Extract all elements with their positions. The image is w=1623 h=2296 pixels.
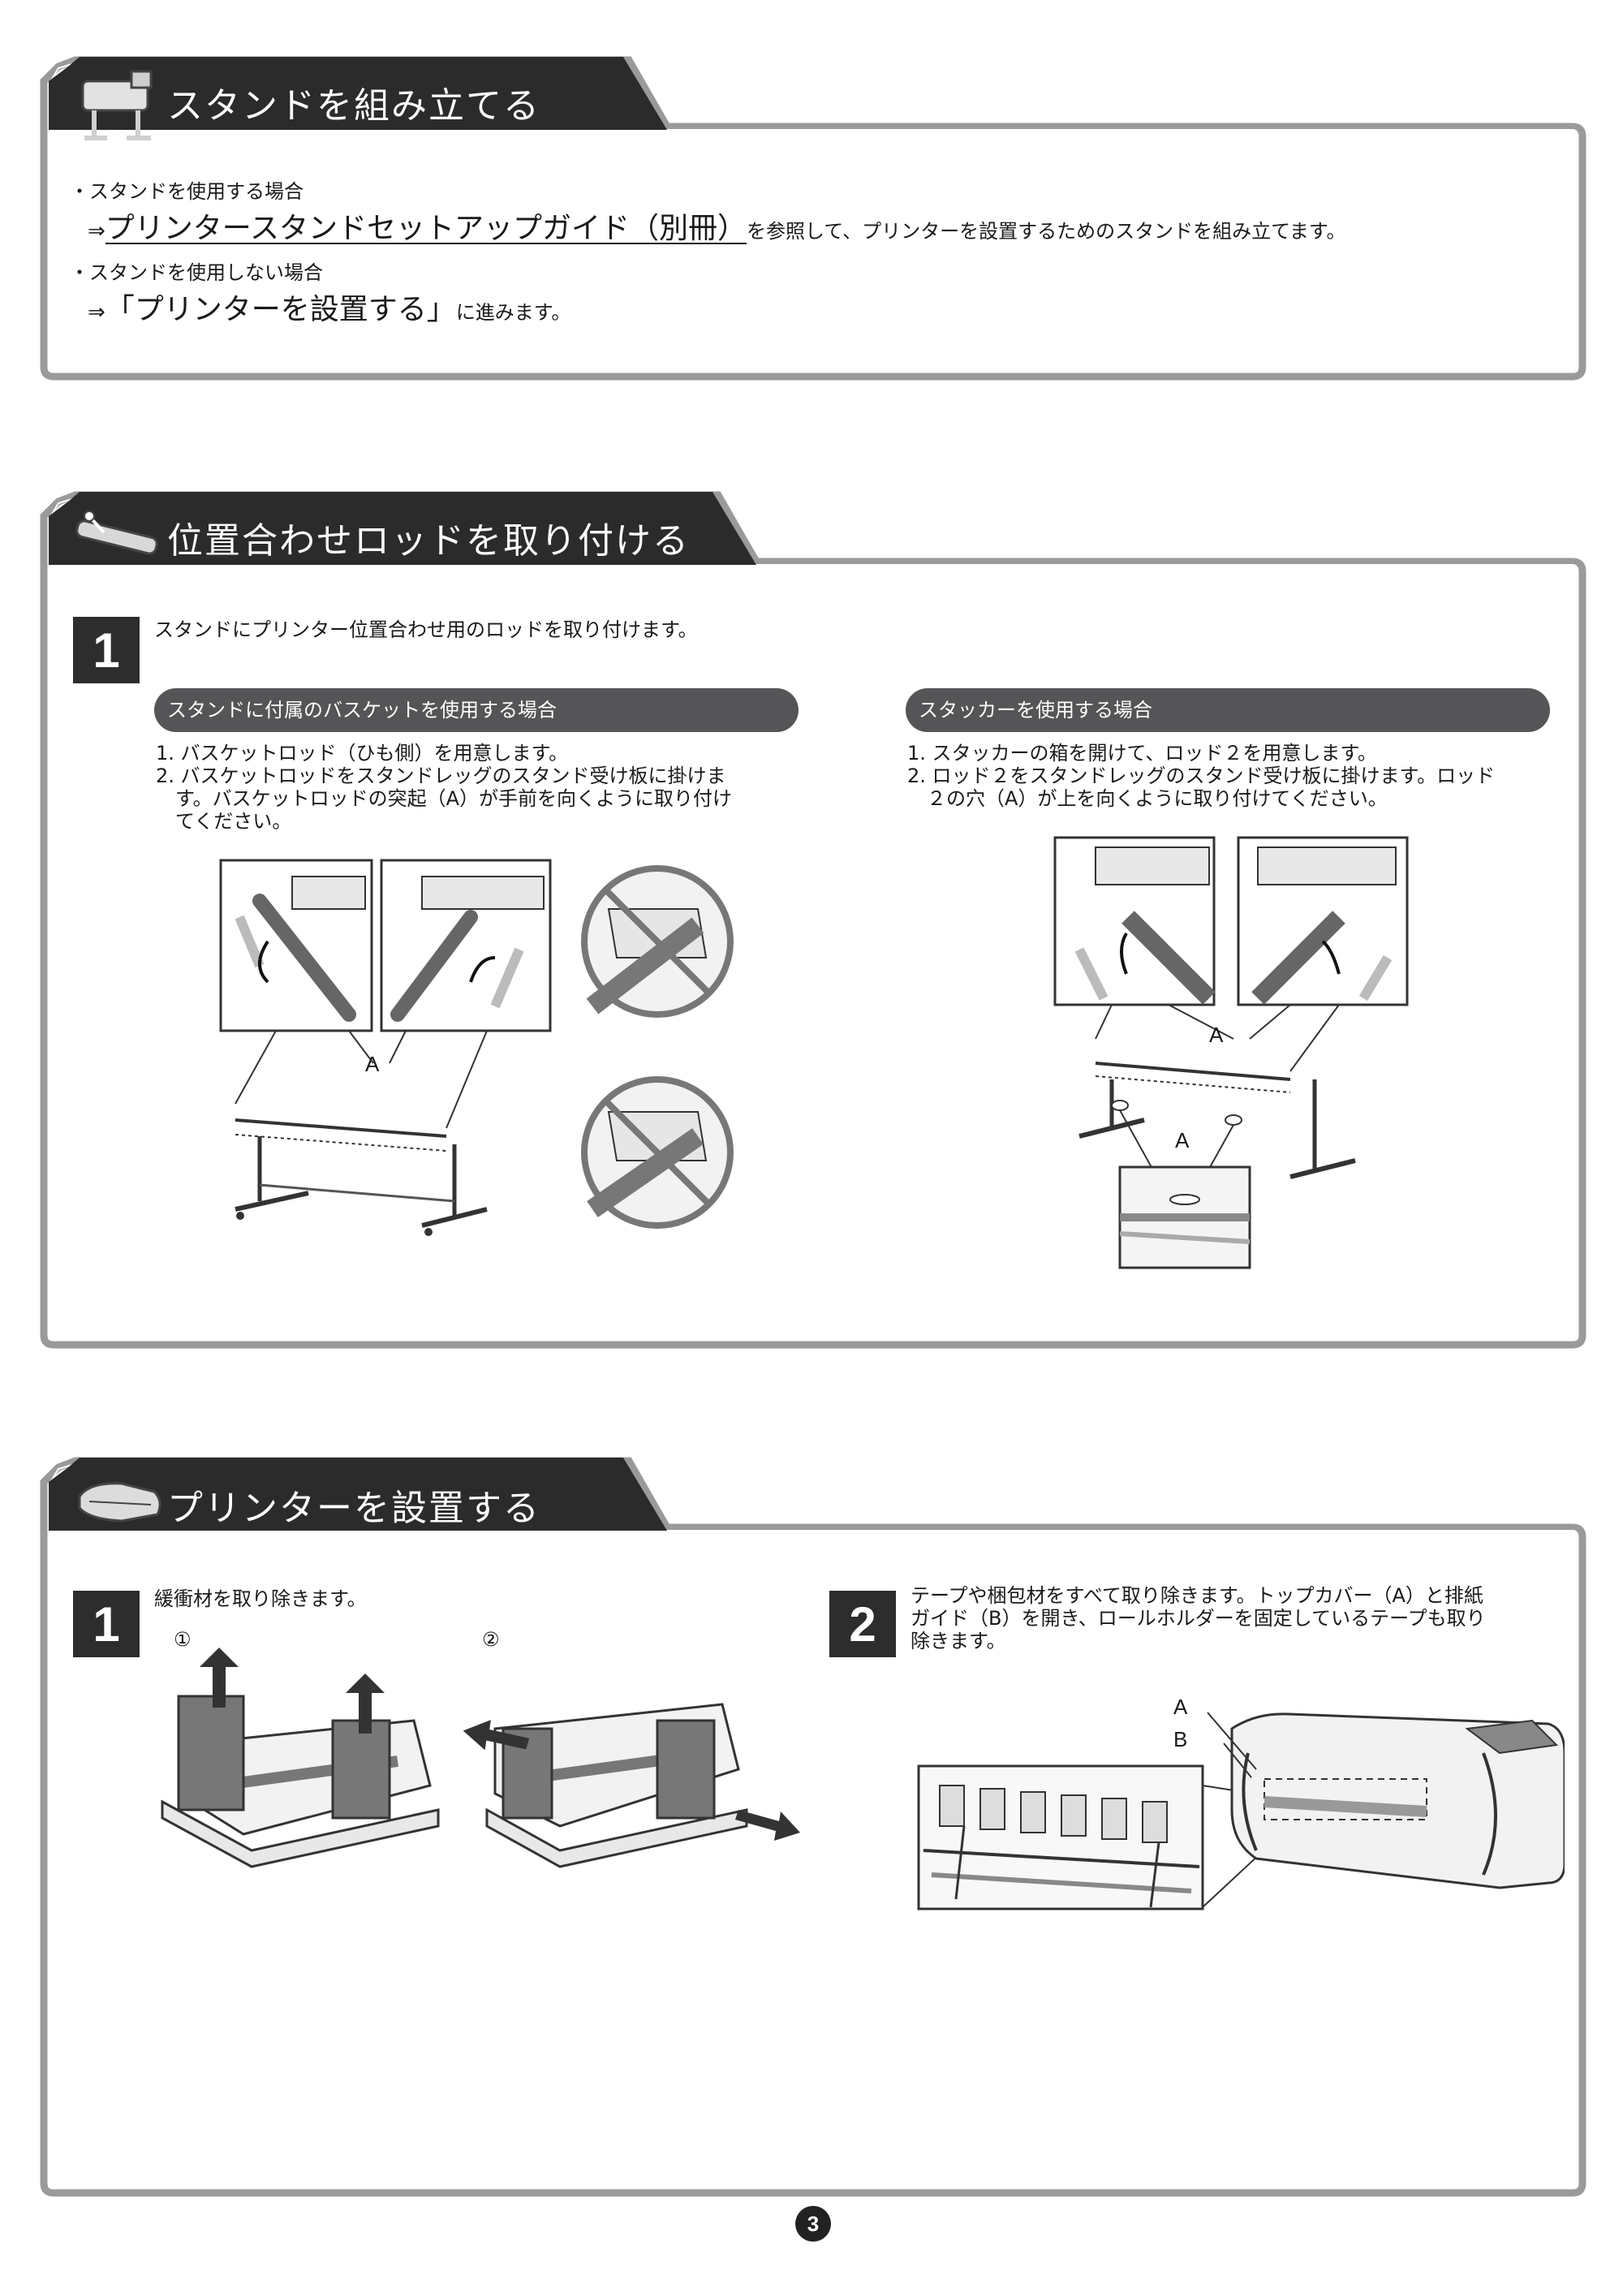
label-a: A: [365, 1052, 380, 1076]
instruction-line: 除きます。: [911, 1630, 1006, 1652]
sub-step-2-marker: ②: [482, 1628, 500, 1651]
instruction-line: 2. ロッド２をスタンドレッグのスタンド受け板に掛けます。ロッド: [907, 765, 1496, 787]
case-with-stand-text: を参照して、プリンターを設置するためのスタンドを組み立てます。: [747, 220, 1346, 243]
printer-icon: [78, 1482, 161, 1523]
step-number-badge: 2: [829, 1591, 896, 1657]
instruction-line: ガイド（B）を開き、ロールホルダーを固定しているテープも取り: [911, 1607, 1486, 1630]
stacker-case-instructions: 1. スタッカーの箱を開けて、ロッド２を用意します。 2. ロッド２をスタンドレ…: [907, 742, 1495, 810]
step-number-badge: 1: [73, 617, 140, 683]
stacker-rod-illustration: [1053, 836, 1409, 1269]
install-printer-link[interactable]: 「プリンターを設置する」: [105, 293, 456, 326]
step-number-badge: 1: [73, 1591, 140, 1657]
arrow-icon: ⇒: [88, 300, 105, 325]
section-frame: [40, 1457, 1586, 2197]
remove-cushioning-illustration: [161, 1648, 800, 1868]
label-a: A: [1173, 1695, 1188, 1719]
case-with-stand-line: ⇒プリンタースタンドセットアップガイド（別冊）を参照して、プリンターを設置するた…: [88, 205, 1345, 247]
label-b: B: [1173, 1727, 1188, 1751]
instruction-line: てください。: [156, 810, 292, 833]
section-frame: [40, 56, 1586, 381]
section-title: 位置合わせロッドを取り付ける: [167, 520, 690, 562]
label-a: A: [1209, 1023, 1224, 1047]
basket-rod-illustration: [219, 859, 734, 1236]
step-instruction: テープや梱包材をすべて取り除きます。トップカバー（A）と排紙 ガイド（B）を開き…: [911, 1584, 1486, 1652]
case-without-stand-text: に進みます。: [455, 301, 571, 324]
case-with-stand-label: ・スタンドを使用する場合: [70, 180, 304, 203]
instruction-line: ２の穴（A）が上を向くように取り付けてください。: [907, 787, 1388, 810]
printer-stand-icon: [81, 70, 153, 140]
instruction-line: テープや梱包材をすべて取り除きます。トップカバー（A）と排紙: [911, 1584, 1483, 1607]
case-without-stand-line: ⇒「プリンターを設置する」に進みます。: [88, 286, 570, 328]
stacker-case-heading: スタッカーを使用する場合: [906, 688, 1550, 732]
stand-setup-guide-link[interactable]: プリンタースタンドセットアップガイド（別冊）: [105, 212, 747, 245]
basket-case-heading: スタンドに付属のバスケットを使用する場合: [154, 688, 799, 732]
arrow-icon: ⇒: [88, 219, 105, 243]
section-title: プリンターを設置する: [167, 1488, 540, 1529]
section-frame: [40, 491, 1586, 1349]
page-number: 3: [795, 2206, 831, 2242]
basket-case-instructions: 1. バスケットロッド（ひも側）を用意します。 2. バスケットロッドをスタンド…: [156, 742, 732, 833]
instruction-line: 1. バスケットロッド（ひも側）を用意します。: [156, 742, 569, 765]
section-title: スタンドを組み立てる: [167, 85, 540, 127]
instruction-line: 2. バスケットロッドをスタンドレッグのスタンド受け板に掛けま: [156, 765, 726, 787]
remove-tape-illustration: [917, 1712, 1565, 1910]
case-without-stand-label: ・スタンドを使用しない場合: [70, 261, 323, 284]
label-a: A: [1175, 1128, 1190, 1152]
alignment-rod-icon: [75, 510, 158, 555]
step-instruction: スタンドにプリンター位置合わせ用のロッドを取り付けます。: [154, 618, 698, 641]
instruction-line: す。バスケットロッドの突起（A）が手前を向くように取り付け: [156, 787, 733, 810]
step-instruction: 緩衝材を取り除きます。: [154, 1587, 367, 1610]
instruction-line: 1. スタッカーの箱を開けて、ロッド２を用意します。: [907, 742, 1377, 765]
sub-step-1-marker: ①: [174, 1628, 192, 1651]
